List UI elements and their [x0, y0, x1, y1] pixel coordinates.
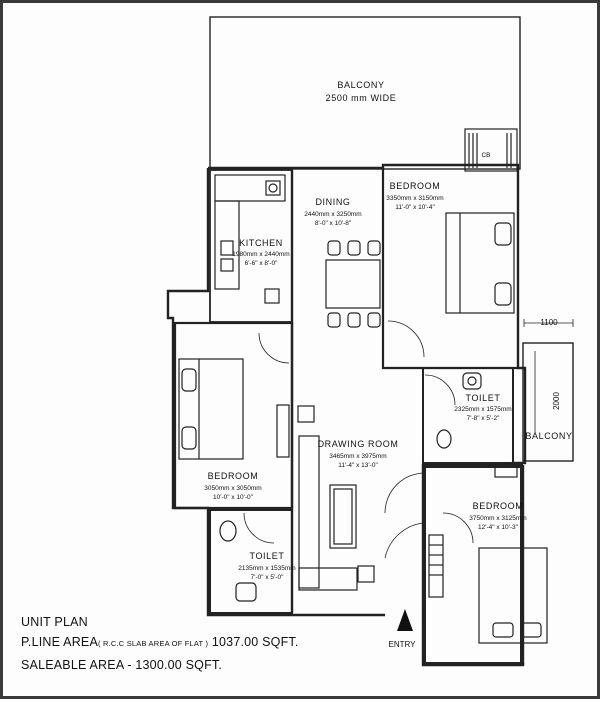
toilet-south-dim-mm: 2135mm x 1535mm [238, 565, 295, 572]
dim-1100-label: 1100 [540, 318, 558, 327]
floor-plan-drawing: BALCONY 2500 mm WIDE CB DINING 2440mm x … [166, 16, 574, 667]
bedroom-ne-label: BEDROOM [390, 181, 441, 191]
cb-label: CB [481, 152, 490, 159]
sofa-set [297, 405, 375, 591]
pline-area: P.LINE AREA( R.C.C SLAB AREA OF FLAT ) 1… [21, 635, 299, 649]
entry-arrow-icon [397, 609, 413, 631]
balcony-top-dim: 2500 mm WIDE [326, 93, 397, 103]
bedroom-se-dim-ft: 12'-4" x 10'-3" [478, 524, 519, 531]
entry-label: ENTRY [389, 640, 417, 649]
kitchen-label: KITCHEN [239, 238, 283, 248]
dining-dim-ft: 8'-0" x 10'-8" [315, 220, 352, 227]
drawing-room-dim-ft: 11'-4" x 13'-0" [338, 462, 378, 469]
toilet-east-dim-mm: 2325mm x 1575mm [454, 406, 511, 413]
dining-label: DINING [315, 197, 350, 207]
toilet-east [422, 367, 514, 464]
toilet-south-dim-ft: 7'-0" x 5'-0" [251, 574, 284, 581]
kitchen-dim-ft: 6'-6" x 8'-0" [245, 260, 278, 267]
toilet-south [209, 509, 293, 614]
bedroom-se-label: BEDROOM [473, 501, 524, 511]
bedroom-w-dim-mm: 3050mm x 3050mm [204, 485, 261, 492]
toilet-east-label: TOILET [466, 393, 501, 403]
drawing-room-dim-mm: 3465mm x 3975mm [329, 453, 386, 460]
balcony-top-label: BALCONY [337, 80, 384, 90]
bedroom-w [173, 321, 294, 510]
unit-plan-title: UNIT PLAN [21, 615, 88, 629]
bedroom-w-dim-ft: 10'-0" x 10'-0" [213, 494, 254, 501]
kitchen-dim-mm: 1980mm x 2440mm [232, 251, 289, 258]
bedroom-w-label: BEDROOM [208, 471, 259, 481]
cb-cupboard [464, 128, 518, 172]
dim-2000-label: 2000 [552, 392, 561, 410]
drawing-room-label: DRAWING ROOM [318, 439, 399, 449]
toilet-south-label: TOILET [250, 551, 285, 561]
balcony-east [522, 342, 574, 462]
bedroom-se-dim-mm: 3750mm x 3125mm [469, 515, 526, 522]
balcony-east-label: BALCONY [525, 431, 572, 441]
dining-dim-mm: 2440mm x 3250mm [304, 211, 361, 218]
bedroom-ne-dim-ft: 11'-0" x 10'-4" [395, 204, 435, 211]
bedroom-se [424, 466, 522, 664]
saleable-area: SALEABLE AREA - 1300.00 SQFT. [21, 658, 223, 672]
outer-wall [166, 163, 527, 667]
bedroom-ne-dim-mm: 3350mm x 3150mm [386, 195, 443, 202]
toilet-east-dim-ft: 7'-8" x 5'-2" [467, 415, 500, 422]
dining-table [325, 240, 381, 328]
